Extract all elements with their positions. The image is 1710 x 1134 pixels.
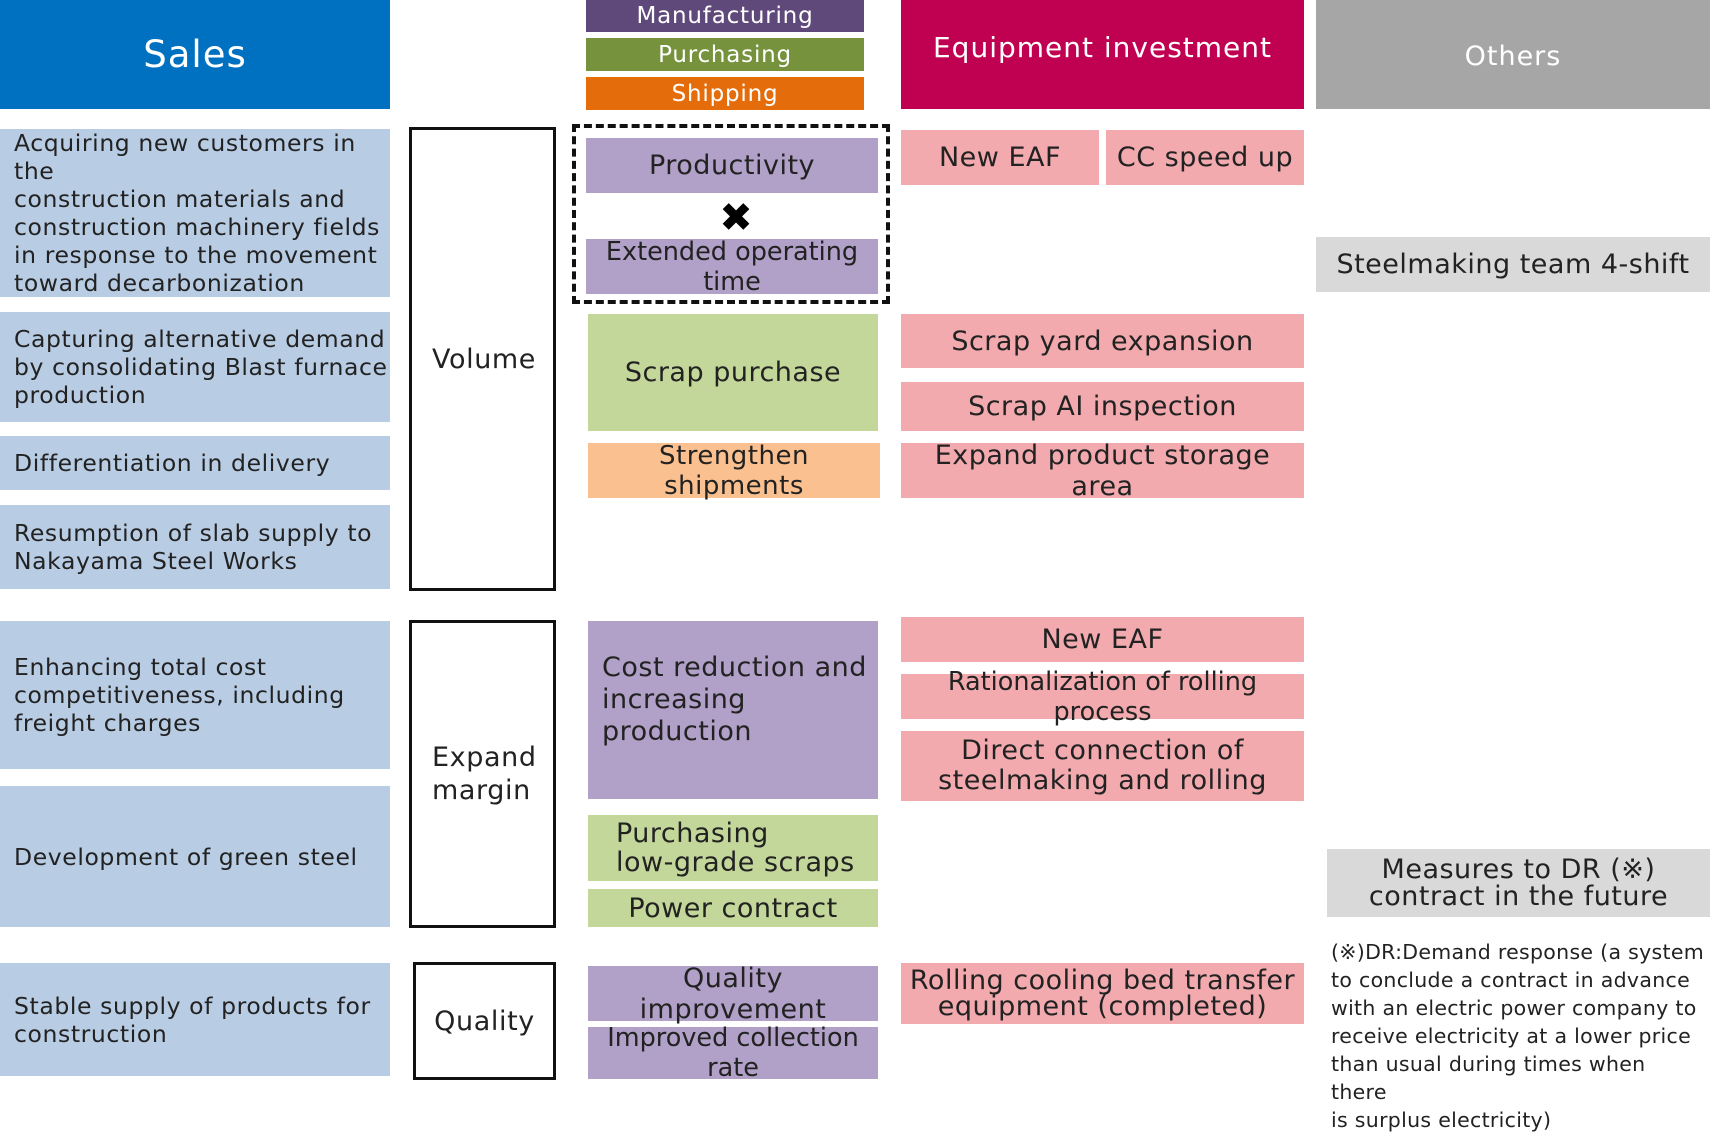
product-storage-area-box: Expand product storage area [901,440,1304,502]
sales-header: Sales [0,0,390,109]
category-quality: Quality [413,962,556,1080]
extended-operating-time-box: Extended operating time [586,237,878,297]
direct-connection-box: Direct connection of steelmaking and rol… [901,731,1304,801]
shipping-header: Shipping [586,77,864,110]
sales-item-green-steel: Development of green steel [0,786,390,927]
collection-rate-box: Improved collection rate [588,1023,878,1083]
steelmaking-team-shift-box: Steelmaking team 4-shift [1316,237,1710,292]
cooling-bed-equipment-box: Rolling cooling bed transfer equipment (… [901,963,1304,1024]
multiply-icon: ✖ [719,195,753,241]
strengthen-shipments-box: Strengthen shipments [588,441,880,501]
productivity-highlight-frame [572,124,890,304]
sales-item-delivery: Differentiation in delivery [0,436,390,490]
purchasing-header: Purchasing [586,38,864,71]
quality-improvement-box: Quality improvement [588,963,878,1025]
category-expand-margin: Expand margin [409,620,556,928]
sales-item-cost-competitiveness: Enhancing total cost competitiveness, in… [0,621,390,769]
new-eaf-volume-box: New EAF [901,130,1099,185]
scrap-ai-inspection-box: Scrap AI inspection [901,382,1304,431]
rolling-rationalization-box: Rationalization of rolling process [901,667,1304,727]
scrap-purchase-box: Scrap purchase [588,314,878,431]
cc-speed-up-box: CC speed up [1106,130,1304,185]
sales-item-alternative-demand: Capturing alternative demand by consolid… [0,312,390,422]
sales-item-new-customers: Acquiring new customers in the construct… [0,129,390,297]
category-volume: Volume [409,127,556,591]
sales-item-stable-supply: Stable supply of products for constructi… [0,963,390,1076]
new-eaf-margin-box: New EAF [901,617,1304,662]
productivity-box: Productivity [586,138,878,193]
dr-footnote: (※)DR:Demand response (a system to concl… [1331,940,1705,1132]
sales-item-slab-supply: Resumption of slab supply to Nakayama St… [0,505,390,589]
manufacturing-header: Manufacturing [586,0,864,32]
equipment-investment-header: Equipment investment [901,0,1304,109]
others-header: Others [1316,0,1710,109]
cost-reduction-box: Cost reduction and increasing production [588,621,878,799]
low-grade-scraps-box: Purchasing low-grade scraps [588,815,878,881]
scrap-yard-expansion-box: Scrap yard expansion [901,314,1304,368]
dr-measures-box: Measures to DR (※) contract in the futur… [1327,849,1710,917]
power-contract-box: Power contract [588,889,878,927]
